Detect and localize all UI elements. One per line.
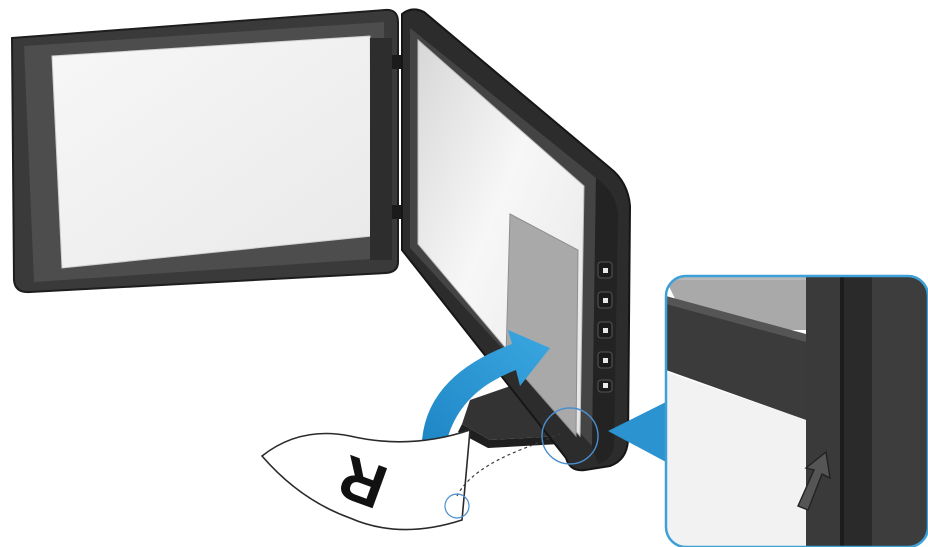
lid-mat [52, 36, 372, 268]
zoom-detail-inset [666, 276, 928, 547]
scanner-lid [12, 10, 402, 292]
hinge-bottom [392, 205, 402, 219]
document-sheet: R [262, 430, 470, 530]
hinge-top [392, 55, 402, 69]
